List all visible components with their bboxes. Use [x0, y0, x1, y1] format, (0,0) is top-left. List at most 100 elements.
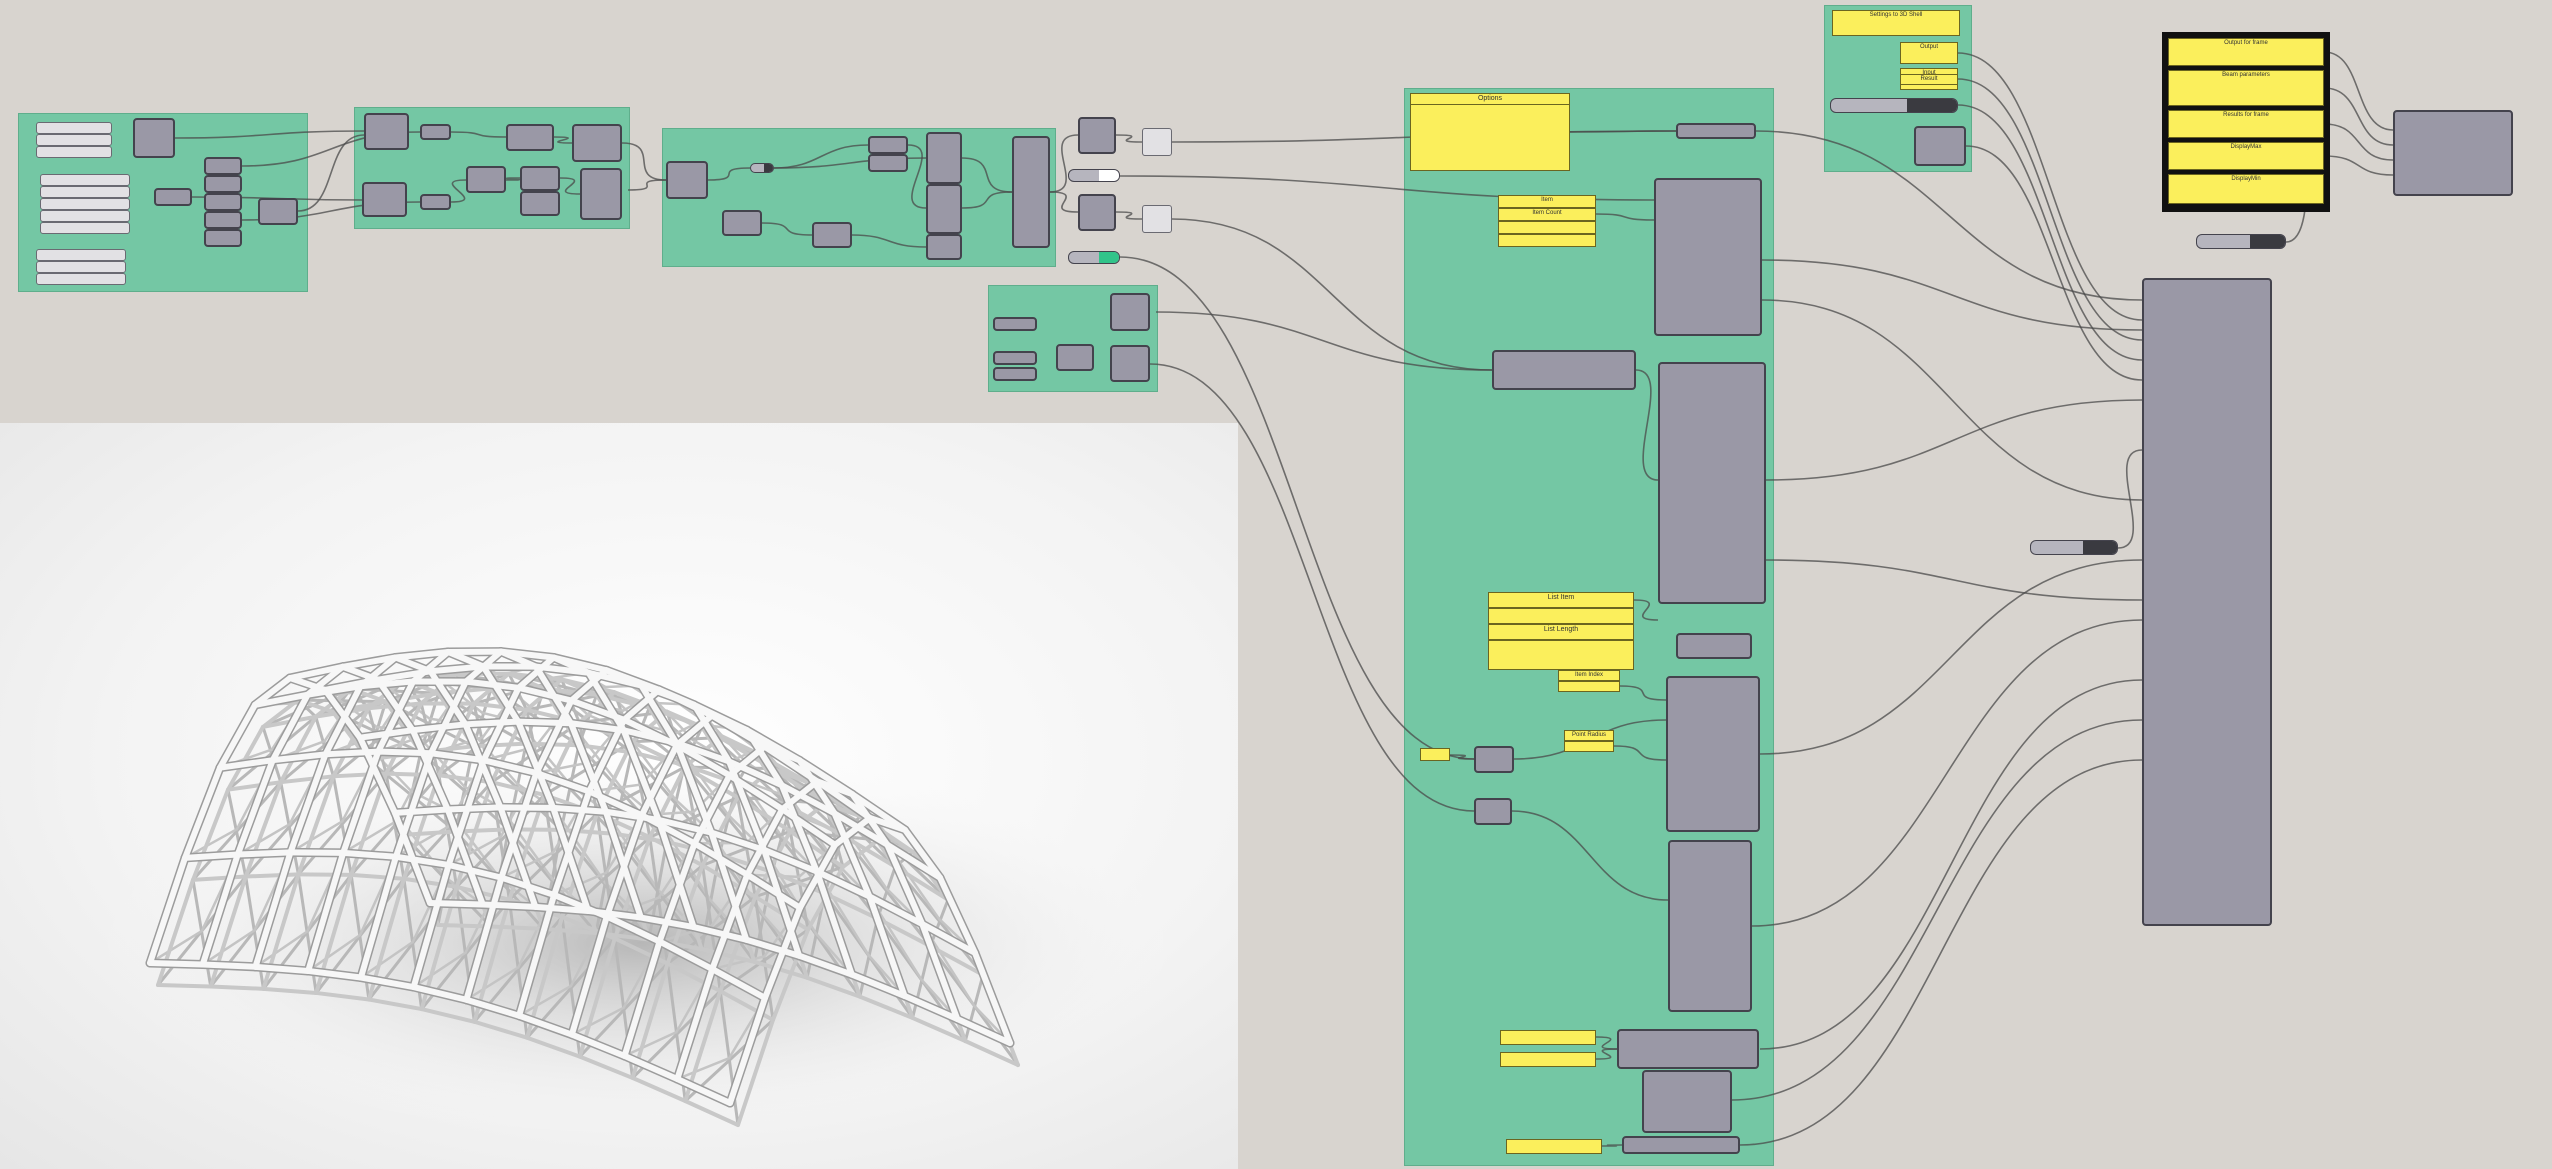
number-param[interactable] [40, 198, 130, 210]
options-panel[interactable]: Options [1410, 93, 1570, 171]
curve-output[interactable] [1142, 128, 1172, 156]
list-length-panel[interactable]: List Length [1488, 624, 1634, 640]
number-param[interactable] [40, 210, 130, 222]
divide-domain-component[interactable] [722, 210, 762, 236]
item-index-panel[interactable]: Item Index [1558, 670, 1620, 681]
polyline-component[interactable] [926, 132, 962, 184]
list-component[interactable] [204, 229, 242, 247]
pipe-component[interactable] [1110, 345, 1150, 382]
display-min-panel[interactable]: DisplayMin [2168, 174, 2324, 204]
surface-component[interactable] [362, 182, 407, 217]
group-grid[interactable] [662, 128, 1056, 267]
number-param[interactable] [40, 222, 130, 234]
analysis-component[interactable] [1654, 178, 1762, 336]
number-component[interactable] [993, 367, 1037, 381]
curve-param-component[interactable] [1078, 117, 1116, 154]
truss-member [498, 769, 540, 881]
panel-blank[interactable] [1506, 1139, 1602, 1154]
number-param[interactable] [36, 273, 126, 285]
deform-output-component[interactable] [1642, 1070, 1732, 1133]
number-component[interactable] [1474, 798, 1512, 825]
number-component[interactable] [1474, 746, 1514, 773]
boolean-component[interactable] [1676, 123, 1756, 139]
factor-slider[interactable] [2030, 540, 2118, 555]
mesh-component[interactable] [1492, 350, 1636, 390]
number-param[interactable] [36, 249, 126, 261]
output-panel[interactable]: Output [1900, 42, 1958, 64]
flip-component[interactable] [520, 166, 560, 191]
solver-component[interactable] [1658, 362, 1766, 604]
merge-component[interactable] [1012, 136, 1050, 248]
display-component[interactable] [1666, 676, 1760, 832]
preview-component[interactable] [1668, 840, 1752, 1012]
number-component[interactable] [993, 317, 1037, 331]
wire [1739, 759, 2143, 1146]
network-surface-component[interactable] [580, 168, 622, 220]
item-count-panel[interactable]: Item Count [1498, 208, 1596, 221]
depth-slider[interactable] [1068, 251, 1120, 264]
truss-member [691, 701, 733, 765]
divide-component[interactable] [420, 124, 451, 140]
list-item-component[interactable] [868, 136, 908, 154]
scale-slider[interactable] [2196, 234, 2286, 249]
curve-output[interactable] [1142, 205, 1172, 233]
item-empty-panel[interactable] [1498, 234, 1596, 247]
deform-component[interactable] [1617, 1029, 1759, 1069]
output-component[interactable] [2393, 110, 2513, 196]
number-component[interactable] [993, 351, 1037, 365]
number-param[interactable] [40, 186, 130, 198]
interpolate-component[interactable] [466, 166, 506, 193]
result-panel[interactable]: Result [1900, 74, 1958, 85]
panel-blank[interactable] [1500, 1030, 1596, 1045]
panel-blank[interactable] [1500, 1052, 1596, 1067]
panel-blank[interactable] [1488, 640, 1634, 670]
display-max-panel[interactable]: DisplayMax [2168, 142, 2324, 170]
pipe-component[interactable] [1110, 293, 1150, 331]
number-param[interactable] [40, 174, 130, 186]
merge-component[interactable] [154, 188, 192, 206]
beam-parameters-panel[interactable]: Beam parameters [2168, 70, 2324, 106]
item-empty-panel[interactable] [1498, 221, 1596, 234]
bake-component[interactable] [1622, 1136, 1740, 1154]
surface-component[interactable] [364, 113, 409, 150]
list-component[interactable] [204, 157, 242, 175]
flip-component[interactable] [520, 191, 560, 216]
list-component[interactable] [204, 193, 242, 211]
settings-slider[interactable] [1830, 98, 1958, 113]
results-frame-panel[interactable]: Results for frame [2168, 110, 2324, 138]
truss-member [910, 1015, 968, 1044]
point-radius-panel[interactable]: Point Radius [1564, 730, 1614, 741]
isotrim-component[interactable] [666, 161, 708, 199]
settings-note-panel[interactable]: Settings to 3D Shell [1832, 10, 1960, 36]
construct-point-component[interactable] [133, 118, 175, 158]
number-param[interactable] [36, 122, 112, 134]
divide-component[interactable] [420, 194, 451, 210]
panel-blank[interactable] [1558, 681, 1620, 692]
list-component[interactable] [204, 211, 242, 229]
vector-component[interactable] [258, 198, 298, 225]
list-item-panel[interactable]: List Item [1488, 592, 1634, 608]
list-item-component[interactable] [868, 154, 908, 172]
evaluate-component[interactable] [1676, 633, 1752, 659]
item-panel[interactable]: Item [1498, 195, 1596, 208]
panel-blank[interactable] [1488, 608, 1634, 624]
output-frame-panel[interactable]: Output for frame [2168, 38, 2324, 66]
number-param[interactable] [36, 261, 126, 273]
curve-param-component[interactable] [1078, 194, 1116, 231]
offset-component[interactable] [1056, 344, 1094, 371]
polyline-component[interactable] [926, 184, 962, 234]
polyline-component[interactable] [926, 234, 962, 260]
settings-component[interactable] [1914, 126, 1966, 166]
deconstruct-component[interactable] [812, 222, 852, 248]
curve-component[interactable] [572, 124, 622, 162]
panel-blank[interactable] [1564, 741, 1614, 752]
list-component[interactable] [204, 175, 242, 193]
grid-slider[interactable] [750, 163, 774, 173]
truss-member [412, 951, 467, 989]
karamba-component[interactable] [2142, 278, 2272, 926]
number-param[interactable] [36, 134, 112, 146]
loft-component[interactable] [506, 124, 554, 151]
value-panel[interactable] [1420, 748, 1450, 761]
number-param[interactable] [36, 146, 112, 158]
offset-slider[interactable] [1068, 169, 1120, 182]
